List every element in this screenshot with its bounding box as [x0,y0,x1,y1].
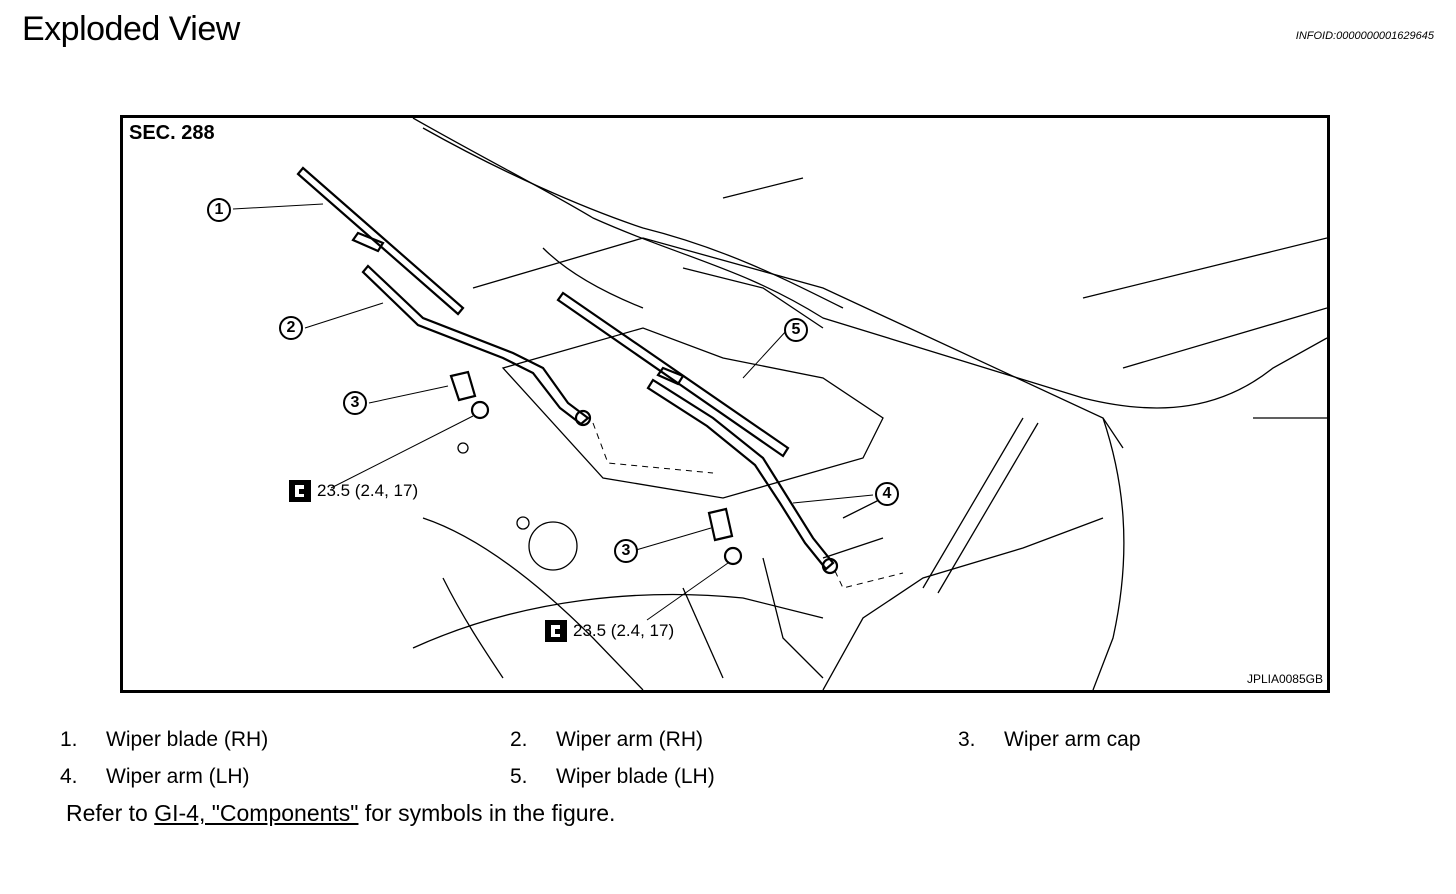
legend-num: 2. [510,728,528,751]
wiper-arm-rh [361,264,590,426]
torque-value-upper: 23.5 (2.4, 17) [317,481,419,500]
callout-1: 1 [207,198,231,222]
wiper-arm-cap-lower [707,507,734,542]
section-label: SEC. 288 [129,122,215,144]
torque-spec-lower: 23.5 (2.4, 17) [545,620,674,642]
symbols-note: Refer to GI-4, "Components" for symbols … [66,800,615,827]
callout-2: 2 [279,316,303,340]
engine-bay [501,327,884,499]
wiper-arm-cap-upper [449,370,477,402]
note-suffix: for symbols in the figure. [358,800,616,826]
legend-num: 3. [958,728,976,751]
legend-num: 4. [60,765,78,788]
nut-lower [723,546,743,566]
info-id: INFOID:0000000001629645 [1295,30,1434,42]
callout-3-lower: 3 [614,539,638,563]
callout-3-upper: 3 [343,391,367,415]
wiper-blade-rh [296,166,465,316]
legend-num: 1. [60,728,78,751]
reservoir [528,521,578,571]
hood-outline [412,118,1327,409]
figure-code: JPLIA0085GB [1246,672,1323,686]
wiper-arm-lh [646,378,835,571]
wiper-blade-lh [556,291,790,458]
page-title: Exploded View [22,10,240,48]
callout-4: 4 [875,482,899,506]
legend-text: Wiper blade (LH) [556,765,715,788]
torque-spec-upper: 23.5 (2.4, 17) [289,480,418,502]
fender-line [1092,417,1125,690]
torque-wrench-icon [545,620,567,642]
hood-strut-2 [937,422,1039,594]
hood-strut [922,417,1024,589]
components-link[interactable]: GI-4, "Components" [154,800,359,826]
legend-text: Wiper arm (RH) [556,728,703,751]
legend-num: 5. [510,765,528,788]
torque-value-lower: 23.5 (2.4, 17) [573,621,675,640]
legend-text: Wiper arm cap [1004,728,1141,751]
body-line-2 [422,517,644,690]
legend-text: Wiper blade (RH) [106,728,269,751]
callout-5: 5 [784,318,808,342]
torque-wrench-icon [289,480,311,502]
nut-upper [470,400,490,420]
wiper-diagram [232,118,1327,690]
body-line-1 [412,593,824,649]
cowl-line [472,237,1124,449]
body-line-3 [822,517,1104,690]
exploded-view-figure: SEC. 288 1 2 3 3 4 5 23.5 (2.4, 17) 23.5… [120,115,1330,693]
legend-text: Wiper arm (LH) [106,765,250,788]
note-prefix: Refer to [66,800,155,826]
windshield-edge [422,127,844,309]
